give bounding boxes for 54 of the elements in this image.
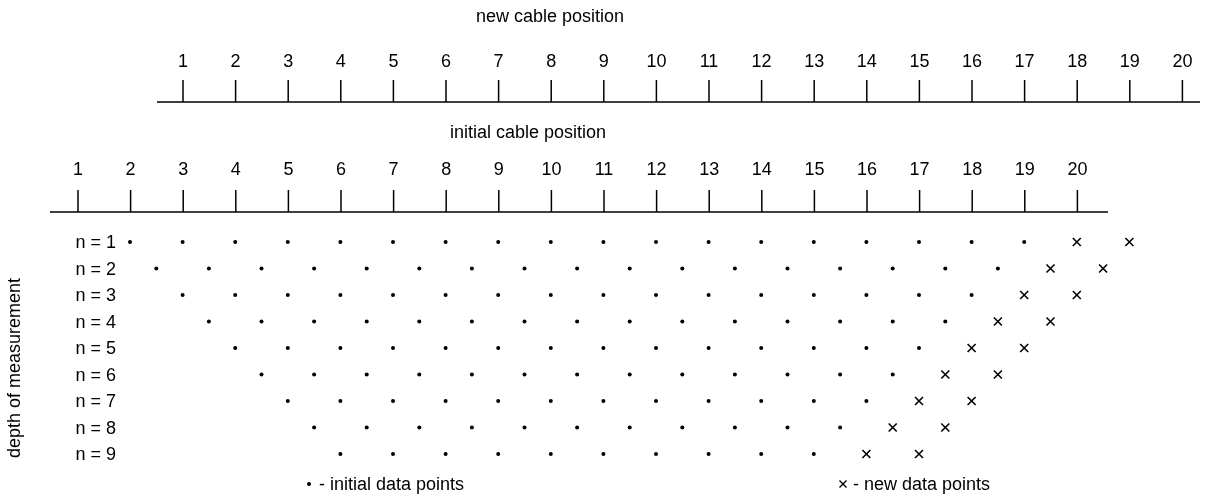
- tick-label: 6: [335, 158, 347, 181]
- tick-label: 9: [597, 50, 610, 73]
- tick-label: 20: [1171, 50, 1194, 73]
- tick-label: 4: [334, 50, 347, 73]
- tick-label: 8: [440, 158, 453, 181]
- row-label: n = 4: [74, 310, 116, 334]
- axis-title: depth of measurement: [3, 276, 25, 461]
- tick-label: 12: [645, 158, 668, 181]
- tick-label: 14: [855, 50, 878, 73]
- tick-label: 2: [229, 50, 242, 73]
- tick-label: 15: [803, 158, 826, 181]
- tick-label: 19: [1013, 158, 1036, 181]
- axis-title: new cable position: [474, 5, 626, 28]
- row-label: n = 3: [74, 284, 116, 307]
- tick-label: 12: [750, 50, 773, 73]
- tick-label: 10: [645, 50, 668, 73]
- tick-label: 4: [229, 158, 242, 181]
- tick-label: 9: [492, 158, 505, 181]
- tick-label: 18: [961, 158, 984, 181]
- tick-label: 7: [387, 158, 400, 181]
- tick-label: 11: [593, 158, 615, 181]
- tick-label: 16: [961, 50, 983, 73]
- legend-label: - initial data points: [319, 473, 465, 496]
- tick-label: 15: [908, 50, 931, 73]
- tick-label: 11: [698, 50, 720, 73]
- row-label: n = 5: [74, 337, 116, 360]
- tick-label: 17: [1013, 50, 1036, 73]
- tick-label: 6: [440, 50, 452, 73]
- tick-label: 13: [803, 50, 826, 73]
- tick-label: 19: [1118, 50, 1141, 73]
- tick-label: 5: [282, 158, 295, 181]
- tick-label: 1: [72, 158, 84, 181]
- row-label: n = 8: [74, 416, 116, 440]
- row-label: n = 1: [74, 231, 116, 254]
- tick-label: 1: [177, 50, 189, 73]
- tick-label: 14: [750, 158, 773, 181]
- tick-label: 16: [856, 158, 878, 181]
- axis-title: initial cable position: [448, 121, 608, 144]
- tick-label: 3: [177, 158, 190, 181]
- tick-label: 10: [540, 158, 563, 181]
- tick-label: 3: [282, 50, 295, 73]
- row-label: n = 9: [74, 443, 116, 466]
- tick-label: 20: [1066, 158, 1089, 181]
- tick-label: 18: [1066, 50, 1089, 73]
- tick-label: 8: [545, 50, 558, 73]
- row-label: n = 2: [74, 257, 116, 281]
- tick-label: 17: [908, 158, 931, 181]
- tick-label: 7: [492, 50, 505, 73]
- tick-label: 5: [387, 50, 400, 73]
- tick-label: 2: [124, 158, 137, 181]
- tick-label: 13: [698, 158, 721, 181]
- row-label: n = 6: [74, 363, 116, 387]
- legend-label: - new data points: [853, 473, 991, 496]
- row-label: n = 7: [74, 390, 116, 413]
